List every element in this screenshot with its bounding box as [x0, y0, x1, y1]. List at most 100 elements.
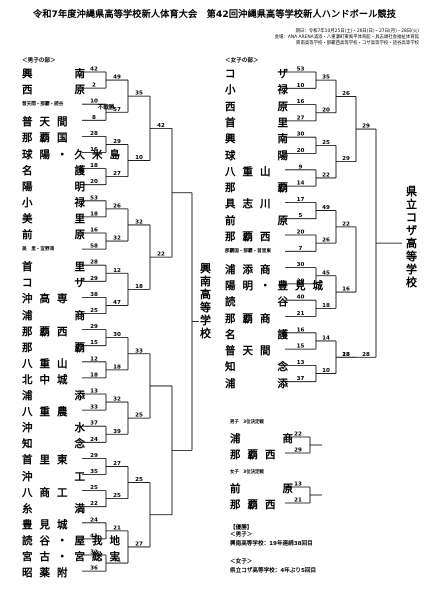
girls-score: 49 [322, 205, 330, 211]
boys-score: 32 [135, 219, 143, 225]
boys-score: 41 [90, 533, 98, 539]
boys-section-label: ＜男子の部＞ [22, 58, 56, 64]
girls-third-score: 13 [294, 482, 302, 488]
boys-score: 25 [135, 477, 143, 483]
boys-score: 28 [90, 260, 98, 266]
boys-score: 30 [113, 332, 121, 338]
girls-team: 那覇商 [225, 312, 278, 325]
page-title: 令和7年度沖縄県高等学校新人体育大会 第42回沖縄県高等学校新人ハンドボール競技 [32, 9, 397, 20]
girls-team: 那覇国・那覇・首里東 [225, 249, 271, 255]
girls-score: 14 [297, 181, 305, 187]
boys-score: 33 [90, 405, 98, 411]
boys-score: 29 [90, 276, 98, 282]
girls-team: コ ザ [225, 68, 295, 80]
girls-score: 28 [342, 352, 350, 358]
boys-third-score: 22 [294, 432, 302, 438]
boys-team: 前 原 [22, 229, 92, 241]
girls-third-team-2: 那覇西 [230, 499, 283, 511]
boys-team: 名 護 [22, 164, 92, 177]
girls-score: 9 [299, 164, 303, 170]
girls-score: 5 [299, 213, 303, 219]
boys-score: 32 [113, 397, 121, 403]
event-dates: 期日：令和7年10月25日(土)・26日(日)・27日(月)・28日(火) [295, 29, 419, 34]
boys-score: 13 [90, 389, 98, 395]
girls-team: 名 護 [225, 328, 295, 341]
boys-score: 37 [90, 421, 98, 427]
girls-score: 21 [297, 311, 305, 317]
boys-score: 29 [113, 139, 121, 145]
girls-team: 西 原 [225, 100, 295, 113]
boys-score: 28 [90, 131, 98, 137]
host-schools: 興南高等学校・那覇西高等学校・コザ高等学校・読谷高等学校 [296, 41, 419, 46]
boys-team: 沖高専 [22, 293, 75, 306]
boys-team: 小 禄 [22, 196, 92, 209]
boys-score: 39 [113, 429, 121, 435]
girls-team: 具志川 [225, 198, 278, 211]
boys-score: 27 [113, 461, 121, 467]
boys-score: 35 [90, 469, 98, 475]
boys-team: 陽 明 [22, 180, 92, 193]
girls-score: 45 [322, 270, 330, 276]
girls-score: 16 [342, 287, 350, 293]
boys-team: 八商工 [22, 486, 75, 499]
girls-score: 29 [362, 124, 370, 130]
girls-team: 前 原 [225, 214, 295, 227]
boys-score: 42 [157, 123, 165, 129]
boys-team: 昭薬附 [22, 567, 75, 580]
boys-score: 53 [90, 195, 98, 201]
event-venues: 会場：ANA ARENA浦添・八重瀬町東風平体育館・具志頭社会福祉体育館 [274, 35, 419, 40]
boys-team: 八重農 [22, 406, 75, 419]
girls-team: 読 谷 [225, 296, 295, 309]
boys-team: 浦 添 [22, 390, 92, 402]
boys-score: 18 [90, 163, 98, 169]
boys-score: 22 [157, 252, 165, 258]
boys-score: 20 [90, 179, 98, 185]
boys-team: 那覇西 [22, 325, 75, 338]
results-girls-text: 県立コザ高等学校：4年ぶり5回目 [230, 568, 317, 574]
girls-score: 17 [297, 197, 305, 203]
boys-score: 49 [113, 75, 121, 81]
boys-score: 15 [90, 340, 98, 346]
boys-score: 29 [90, 324, 98, 330]
boys-score: 12 [113, 268, 121, 274]
girls-team: 首 里 [225, 116, 295, 129]
girls-score: 16 [297, 327, 305, 333]
boys-score: 18 [90, 211, 98, 217]
boys-score: 57 [113, 107, 121, 113]
girls-score: 22 [342, 221, 350, 227]
girls-score: 20 [297, 148, 305, 154]
girls-third-score: 21 [294, 498, 302, 504]
boys-score: 26 [113, 203, 121, 209]
boys-score: 24 [90, 517, 98, 523]
girls-score: 18 [342, 352, 350, 358]
boys-team: 北中城 [22, 373, 75, 386]
results-boys-label: ＜男子＞ [230, 532, 253, 538]
boys-team: 球陽・久米島 [22, 148, 127, 161]
girls-score: 53 [297, 67, 305, 73]
boys-team: 八重山 [22, 357, 75, 370]
boys-team: 糸 満 [22, 502, 92, 515]
boys-third-place-label: 男子 3位決定戦 [230, 420, 264, 425]
results-heading: 【優勝】 [230, 525, 253, 531]
boys-score: 10 [135, 155, 143, 161]
girls-third-team-1: 前 原 [230, 483, 300, 495]
boys-score: 58 [90, 244, 98, 250]
girls-section-label: ＜女子の部＞ [225, 58, 259, 64]
boys-score: 18 [135, 284, 143, 290]
girls-team: 八重山 [225, 165, 278, 178]
girls-score: 26 [322, 238, 330, 244]
boys-champion: 興南高等学校 [200, 262, 211, 340]
boys-team: 沖 工 [22, 470, 92, 483]
boys-third-team-1: 浦 商 [230, 433, 300, 445]
girls-score: 14 [322, 335, 330, 341]
girls-team: 普天間 [225, 345, 278, 358]
boys-team: 宮古・宮総実 [22, 551, 127, 563]
boys-team: 浦 商 [22, 309, 92, 322]
girls-score: 10 [322, 368, 330, 374]
boys-score: 25 [90, 485, 98, 491]
boys-team: 興 南 [22, 68, 92, 80]
boys-team: 首里東 [22, 454, 75, 467]
boys-team: コ ザ [22, 277, 92, 290]
boys-score: 32 [113, 236, 121, 242]
